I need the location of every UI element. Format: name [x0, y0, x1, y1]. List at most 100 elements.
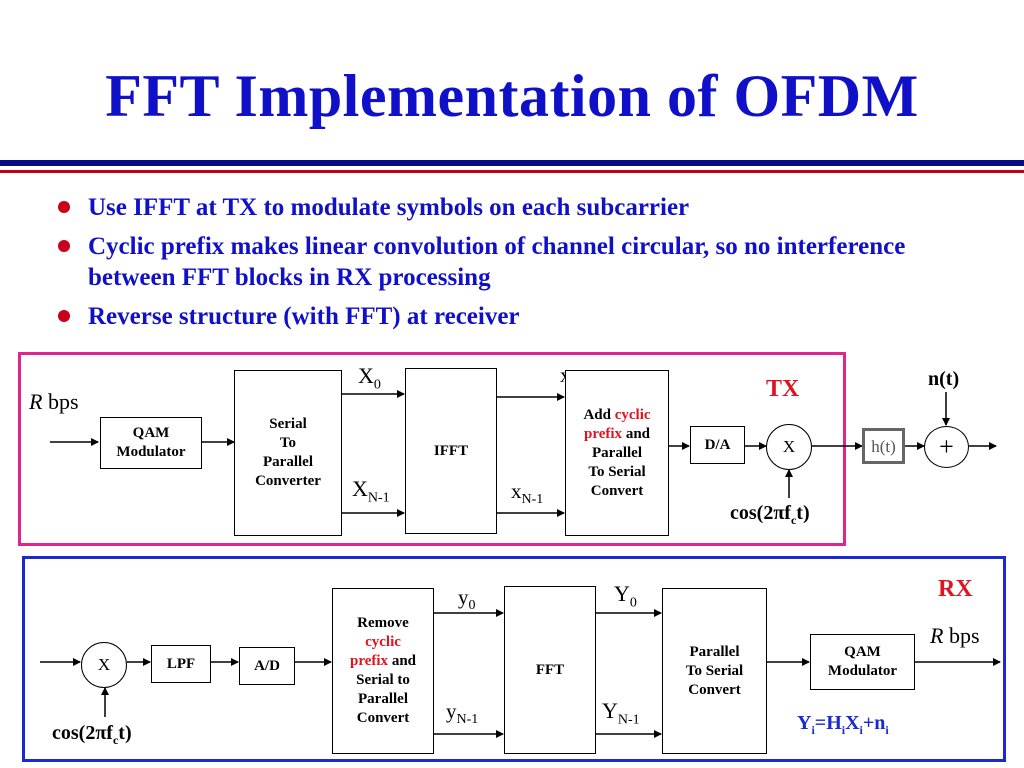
rx-cp-cyclic: cyclic	[365, 634, 401, 650]
eq-sub: i	[841, 723, 846, 737]
tx-carrier-label: cos(2πfct)	[730, 502, 810, 531]
tx-mixer-icon: X	[766, 424, 812, 470]
rx-p2s-line: Parallel	[689, 643, 740, 660]
rx-output-rate: R bps	[930, 625, 980, 647]
rx-yN-base: y	[446, 699, 457, 723]
rx-YN-label: YN-1	[602, 700, 640, 731]
rx-p2s-line: Convert	[688, 681, 741, 698]
rx-p2s-line: To Serial	[685, 662, 744, 679]
tx-xN-sub: N-1	[521, 492, 544, 508]
tx-carrier-f: f	[784, 502, 791, 524]
rx-y0-label: y0	[458, 586, 476, 617]
rx-mixer-icon: X	[81, 642, 127, 688]
rx-qam-line: Modulator	[827, 663, 898, 679]
tx-label: TX	[766, 376, 800, 402]
bullet-item: Reverse structure (with FFT) at receiver	[58, 301, 998, 332]
rx-qam-demodulator: QAM Modulator	[810, 634, 915, 690]
tx-da-converter: D/A	[690, 426, 745, 464]
rx-carrier-post: t)	[118, 722, 132, 744]
rx-cp-prefix: prefix	[350, 653, 389, 669]
rx-fft-block: FFT	[504, 586, 596, 754]
tx-add-cyclic-prefix-block: Add cyclic prefix and Parallel To Serial…	[565, 370, 669, 536]
rx-cp-line: Serial to	[356, 672, 410, 688]
rx-carrier-f: f	[106, 722, 113, 744]
eq-X: X	[845, 712, 860, 734]
rx-cp-line: Convert	[356, 710, 410, 726]
tx-cp-line: prefix and	[584, 425, 650, 444]
bullet-dot-icon	[58, 201, 70, 213]
rx-Y0-sub: 0	[629, 595, 637, 611]
rx-Y0-label: Y0	[614, 583, 637, 614]
tx-carrier-post: t)	[796, 502, 810, 524]
rx-cp-and: and	[391, 653, 416, 669]
tx-input-rate: R bps	[29, 391, 79, 413]
rx-carrier-pre: cos(2	[52, 722, 96, 744]
bullet-text: Use IFFT at TX to modulate symbols on ea…	[88, 194, 690, 221]
tx-s2p-line: Converter	[255, 473, 321, 489]
tx-carrier-pi: π	[773, 502, 785, 524]
tx-X0-base: X	[358, 363, 374, 388]
rx-frame	[22, 556, 1006, 762]
bullet-dot-icon	[58, 310, 70, 322]
bullet-dot-icon	[58, 240, 70, 252]
bullet-item: Use IFFT at TX to modulate symbols on ea…	[58, 192, 998, 223]
rx-y0-sub: 0	[468, 598, 476, 614]
eq-sub: i	[811, 723, 815, 737]
tx-carrier-pre: cos(2	[730, 502, 774, 524]
tx-cp-pre: Add	[583, 406, 611, 423]
bullet-text: Reverse structure (with FFT) at receiver	[88, 303, 520, 330]
tx-XN-base: X	[352, 476, 368, 501]
tx-xN-label: xN-1	[511, 480, 543, 511]
tx-adder-icon: +	[924, 426, 969, 468]
tx-X0-sub: 0	[373, 377, 381, 393]
page-title: FFT Implementation of OFDM	[105, 63, 919, 129]
rx-YN-base: Y	[602, 698, 618, 723]
bullet-text: Cyclic prefix makes linear convolution o…	[88, 233, 906, 291]
tx-xN-base: x	[511, 479, 522, 503]
eq-Y: Y	[797, 712, 812, 734]
eq-sub: i	[859, 723, 863, 737]
rx-YN-sub: N-1	[617, 712, 640, 728]
eq-n: +n	[862, 712, 886, 734]
rx-cp-line: Remove	[357, 615, 409, 631]
rx-rate-unit: bps	[943, 623, 980, 648]
rx-y0-base: y	[458, 585, 469, 609]
rx-rate-symbol: R	[930, 623, 944, 648]
tx-s2p-line: Parallel	[263, 454, 313, 470]
tx-serial-to-parallel: Serial To Parallel Converter	[234, 370, 342, 536]
tx-XN-sub: N-1	[367, 490, 390, 506]
eq-sub: i	[885, 723, 889, 737]
bullet-list: Use IFFT at TX to modulate symbols on ea…	[58, 192, 998, 340]
rx-qam-line: QAM	[844, 644, 881, 660]
tx-s2p-line: To	[279, 435, 297, 451]
tx-rate-symbol: R	[29, 389, 43, 414]
rx-carrier-pi: π	[95, 722, 107, 744]
bullet-item: Cyclic prefix makes linear convolution o…	[58, 231, 998, 293]
tx-cp-line: Parallel	[592, 444, 642, 461]
tx-cp-and: and	[625, 425, 650, 442]
tx-XN-label: XN-1	[352, 478, 390, 509]
tx-noise-label: n(t)	[928, 368, 960, 390]
rx-cp-line: Parallel	[358, 691, 408, 707]
tx-frame	[18, 352, 846, 546]
rx-equation: Yi=HiXi+ni	[797, 712, 889, 741]
tx-cp-line: To Serial	[588, 463, 646, 480]
rx-lpf-block: LPF	[151, 645, 211, 683]
tx-cp-cyclic: cyclic	[614, 406, 651, 423]
rx-carrier-label: cos(2πfct)	[52, 722, 132, 751]
tx-X0-label: X0	[358, 365, 381, 396]
tx-channel-block: h(t)	[862, 428, 905, 464]
tx-ifft-block: IFFT	[405, 368, 497, 534]
rx-Y0-base: Y	[614, 581, 630, 606]
tx-qam-line: Modulator	[116, 444, 186, 460]
tx-qam-modulator: QAM Modulator	[100, 417, 202, 469]
rx-cp-line: prefix and	[350, 652, 416, 671]
tx-cp-line: Convert	[590, 482, 644, 499]
title-rule-navy	[0, 160, 1024, 166]
rx-parallel-to-serial: Parallel To Serial Convert	[662, 588, 767, 754]
rx-yN-label: yN-1	[446, 700, 478, 731]
tx-carrier-sub: c	[790, 513, 797, 527]
title-rule-red	[0, 170, 1024, 173]
title-rule-gap	[0, 167, 1024, 170]
